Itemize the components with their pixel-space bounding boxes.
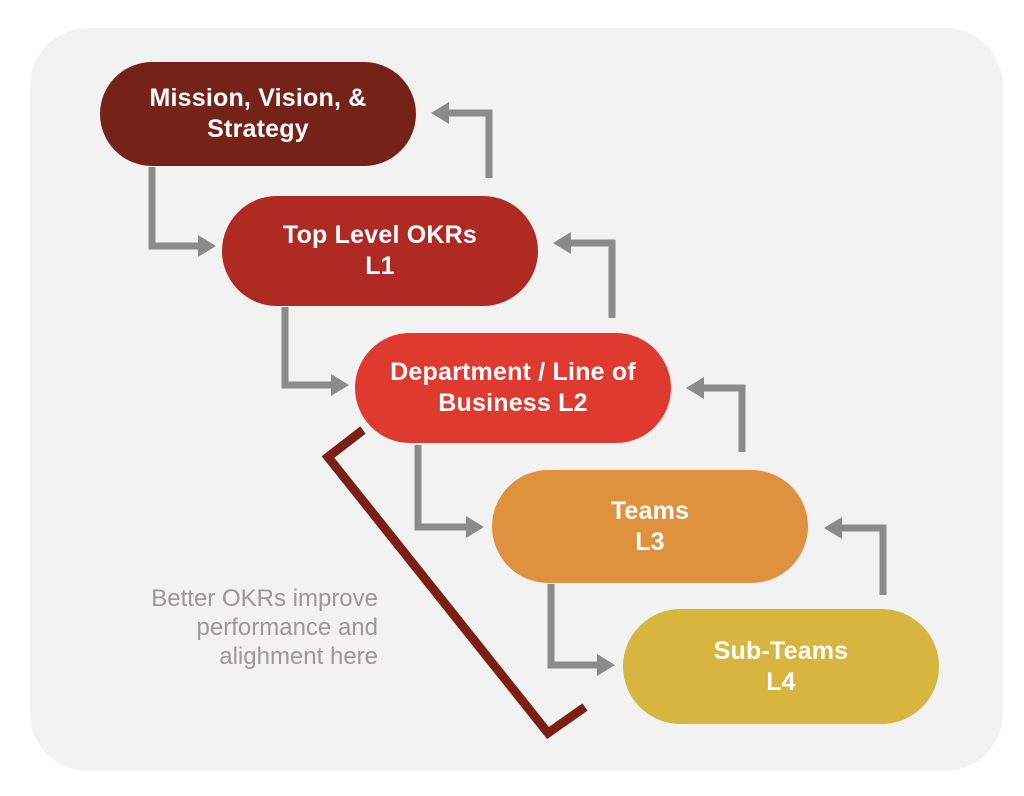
pill-label-line: L3	[635, 527, 665, 556]
pill-department-line-of-business-l2: Department / Line of Business L2	[355, 333, 671, 443]
annotation-line: Better OKRs improve	[151, 585, 378, 612]
pill-sub-teams-l4: Sub-Teams L4	[623, 609, 939, 724]
pill-label-line: L4	[766, 667, 796, 696]
pill-label-line: Strategy	[207, 115, 309, 143]
annotation-line: performance and	[196, 614, 378, 641]
pill-label-line: L1	[365, 252, 395, 280]
pill-label-line: Sub-Teams	[713, 636, 849, 665]
emphasis-bracket	[321, 426, 588, 740]
down-arrow-level2-to-level3	[281, 307, 349, 396]
pill-mission-vision-strategy: Mission, Vision, & Strategy	[100, 62, 416, 166]
pill-label-line: Teams	[610, 496, 690, 525]
pill-label-line: Mission, Vision, &	[149, 84, 367, 112]
annotation-line: alighment here	[219, 643, 378, 670]
pill-label-line: Top Level OKRs	[282, 221, 478, 249]
down-arrow-level4-to-level5	[547, 584, 615, 676]
pill-label-line: Business L2	[438, 389, 588, 417]
up-arrow-into-level2	[553, 232, 616, 318]
down-arrow-level3-to-level4	[414, 445, 484, 538]
up-arrow-into-level3	[686, 377, 746, 452]
pill-top-level-okrs-l1: Top Level OKRs L1	[222, 196, 538, 306]
down-arrow-level1-to-level2	[148, 167, 216, 257]
up-arrow-into-level1	[431, 102, 493, 178]
annotation-better-okrs: Better OKRs improve performance and alig…	[108, 584, 378, 671]
pill-label-line: Department / Line of	[390, 358, 636, 386]
up-arrow-into-level4	[824, 517, 887, 595]
pill-teams-l3: Teams L3	[492, 470, 808, 583]
